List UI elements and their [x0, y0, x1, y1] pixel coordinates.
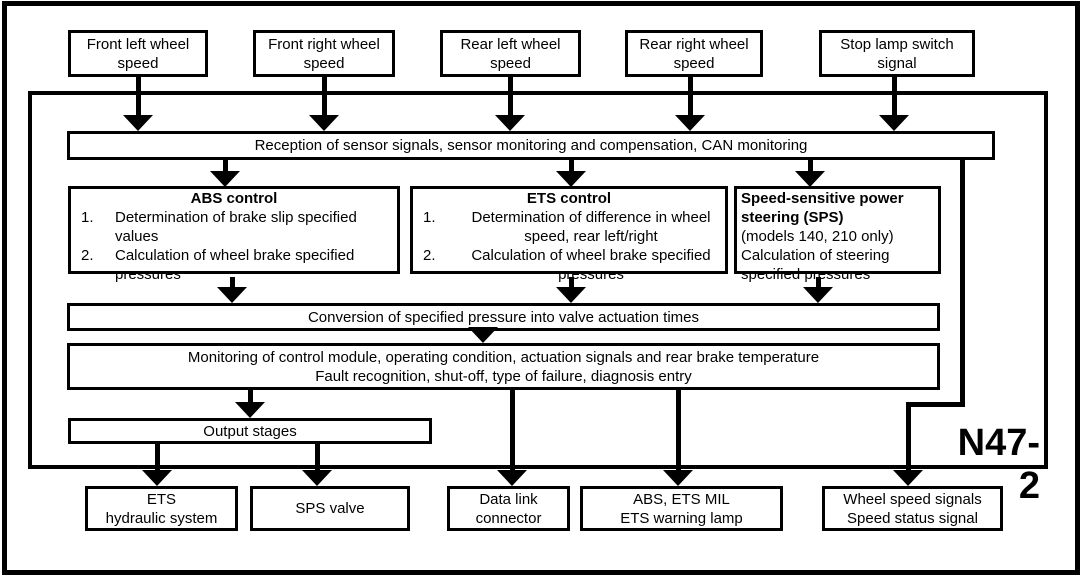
output-box-data-link-connector: Data link connector: [447, 486, 570, 531]
abs-item-1: 1. Determination of brake slip specified…: [71, 208, 397, 246]
arrow-stop-lamp-to-reception: [892, 77, 897, 117]
ets-item-1: 1. Determination of difference in wheel …: [413, 208, 725, 246]
line-wheel-speed-passthrough-horizontal: [906, 402, 965, 407]
ets-item-2-text: Calculation of wheel brake specified pre…: [471, 247, 711, 283]
arrowhead-data-link: [497, 470, 527, 486]
ets-control-block: ETS control 1. Determination of differen…: [410, 186, 728, 283]
abs-item-2-number: 2.: [81, 247, 94, 264]
sps-control-note: (models 140, 210 only): [741, 228, 894, 245]
output-box-sps-valve: SPS valve: [250, 486, 410, 531]
arrow-sps-to-conversion: [816, 277, 821, 291]
abs-control-title: ABS control: [190, 190, 278, 207]
arrow-monitoring-to-data-link: [510, 390, 515, 472]
monitoring-bar: Monitoring of control module, operating …: [67, 343, 940, 390]
arrow-abs-to-conversion: [230, 277, 235, 291]
arrow-monitoring-to-output-stages: [248, 390, 253, 404]
input-box-rear-right-wheel-speed: Rear right wheel speed: [625, 30, 763, 77]
arrowhead-ets-conversion: [556, 287, 586, 303]
arrowhead-rear-left: [495, 115, 525, 131]
ets-item-1-number: 1.: [423, 209, 436, 226]
conversion-bar: Conversion of specified pressure into va…: [67, 303, 940, 331]
arrow-reception-to-abs: [223, 160, 228, 174]
ets-item-2: 2. Calculation of wheel brake specified …: [413, 246, 725, 284]
abs-item-2: 2. Calculation of wheel brake specified …: [71, 246, 397, 284]
output-box-wheel-speed-signals: Wheel speed signals Speed status signal: [822, 486, 1003, 531]
arrow-front-left-to-reception: [136, 77, 141, 117]
arrow-monitoring-to-warning-lamp: [676, 390, 681, 472]
arrow-rear-right-to-reception: [688, 77, 693, 117]
line-wheel-speed-passthrough-down: [906, 402, 911, 472]
arrowhead-monitoring: [468, 327, 498, 343]
arrowhead-front-left: [123, 115, 153, 131]
arrowhead-sps-conversion: [803, 287, 833, 303]
arrowhead-to-abs: [210, 171, 240, 187]
output-box-ets-hydraulic-system: ETS hydraulic system: [85, 486, 238, 531]
reception-bar: Reception of sensor signals, sensor moni…: [67, 131, 995, 160]
arrow-output-to-ets-hydraulic: [155, 443, 160, 472]
ets-item-1-text: Determination of difference in wheel spe…: [471, 209, 711, 245]
arrowhead-to-ets: [556, 171, 586, 187]
ets-control-title: ETS control: [526, 190, 612, 207]
abs-control-block: ABS control 1. Determination of brake sl…: [68, 186, 400, 283]
arrow-reception-to-ets: [569, 160, 574, 174]
arrow-front-right-to-reception: [322, 77, 327, 117]
arrowhead-to-sps: [795, 171, 825, 187]
arrowhead-warning-lamp: [663, 470, 693, 486]
arrow-output-to-sps-valve: [315, 443, 320, 472]
arrow-ets-to-conversion: [569, 277, 574, 291]
sps-control-block: Speed-sensitive power steering (SPS) (mo…: [734, 186, 941, 283]
arrowhead-rear-right: [675, 115, 705, 131]
abs-item-1-text: Determination of brake slip specified va…: [115, 209, 357, 245]
sps-control-title: Speed-sensitive power steering (SPS): [741, 190, 904, 226]
input-box-front-left-wheel-speed: Front left wheel speed: [68, 30, 208, 77]
arrowhead-stop-lamp: [879, 115, 909, 131]
output-box-abs-ets-mil: ABS, ETS MIL ETS warning lamp: [580, 486, 783, 531]
arrow-reception-to-sps: [808, 160, 813, 174]
arrowhead-output-stages: [235, 402, 265, 418]
line-wheel-speed-passthrough-vertical: [960, 160, 965, 407]
arrow-rear-left-to-reception: [508, 77, 513, 117]
input-box-rear-left-wheel-speed: Rear left wheel speed: [440, 30, 581, 77]
input-box-front-right-wheel-speed: Front right wheel speed: [253, 30, 395, 77]
input-box-stop-lamp-switch-signal: Stop lamp switch signal: [819, 30, 975, 77]
arrowhead-wheel-speed-signals: [893, 470, 923, 486]
arrowhead-ets-hydraulic: [142, 470, 172, 486]
arrowhead-sps-valve: [302, 470, 332, 486]
ets-item-2-number: 2.: [423, 247, 436, 264]
sps-control-body: Calculation of steering specified pressu…: [741, 247, 890, 283]
arrowhead-front-right: [309, 115, 339, 131]
module-designation-label: N47-2: [957, 422, 1040, 507]
output-stages-bar: Output stages: [68, 418, 432, 444]
abs-item-1-number: 1.: [81, 209, 94, 226]
arrowhead-abs-conversion: [217, 287, 247, 303]
abs-item-2-text: Calculation of wheel brake specified pre…: [115, 247, 355, 283]
